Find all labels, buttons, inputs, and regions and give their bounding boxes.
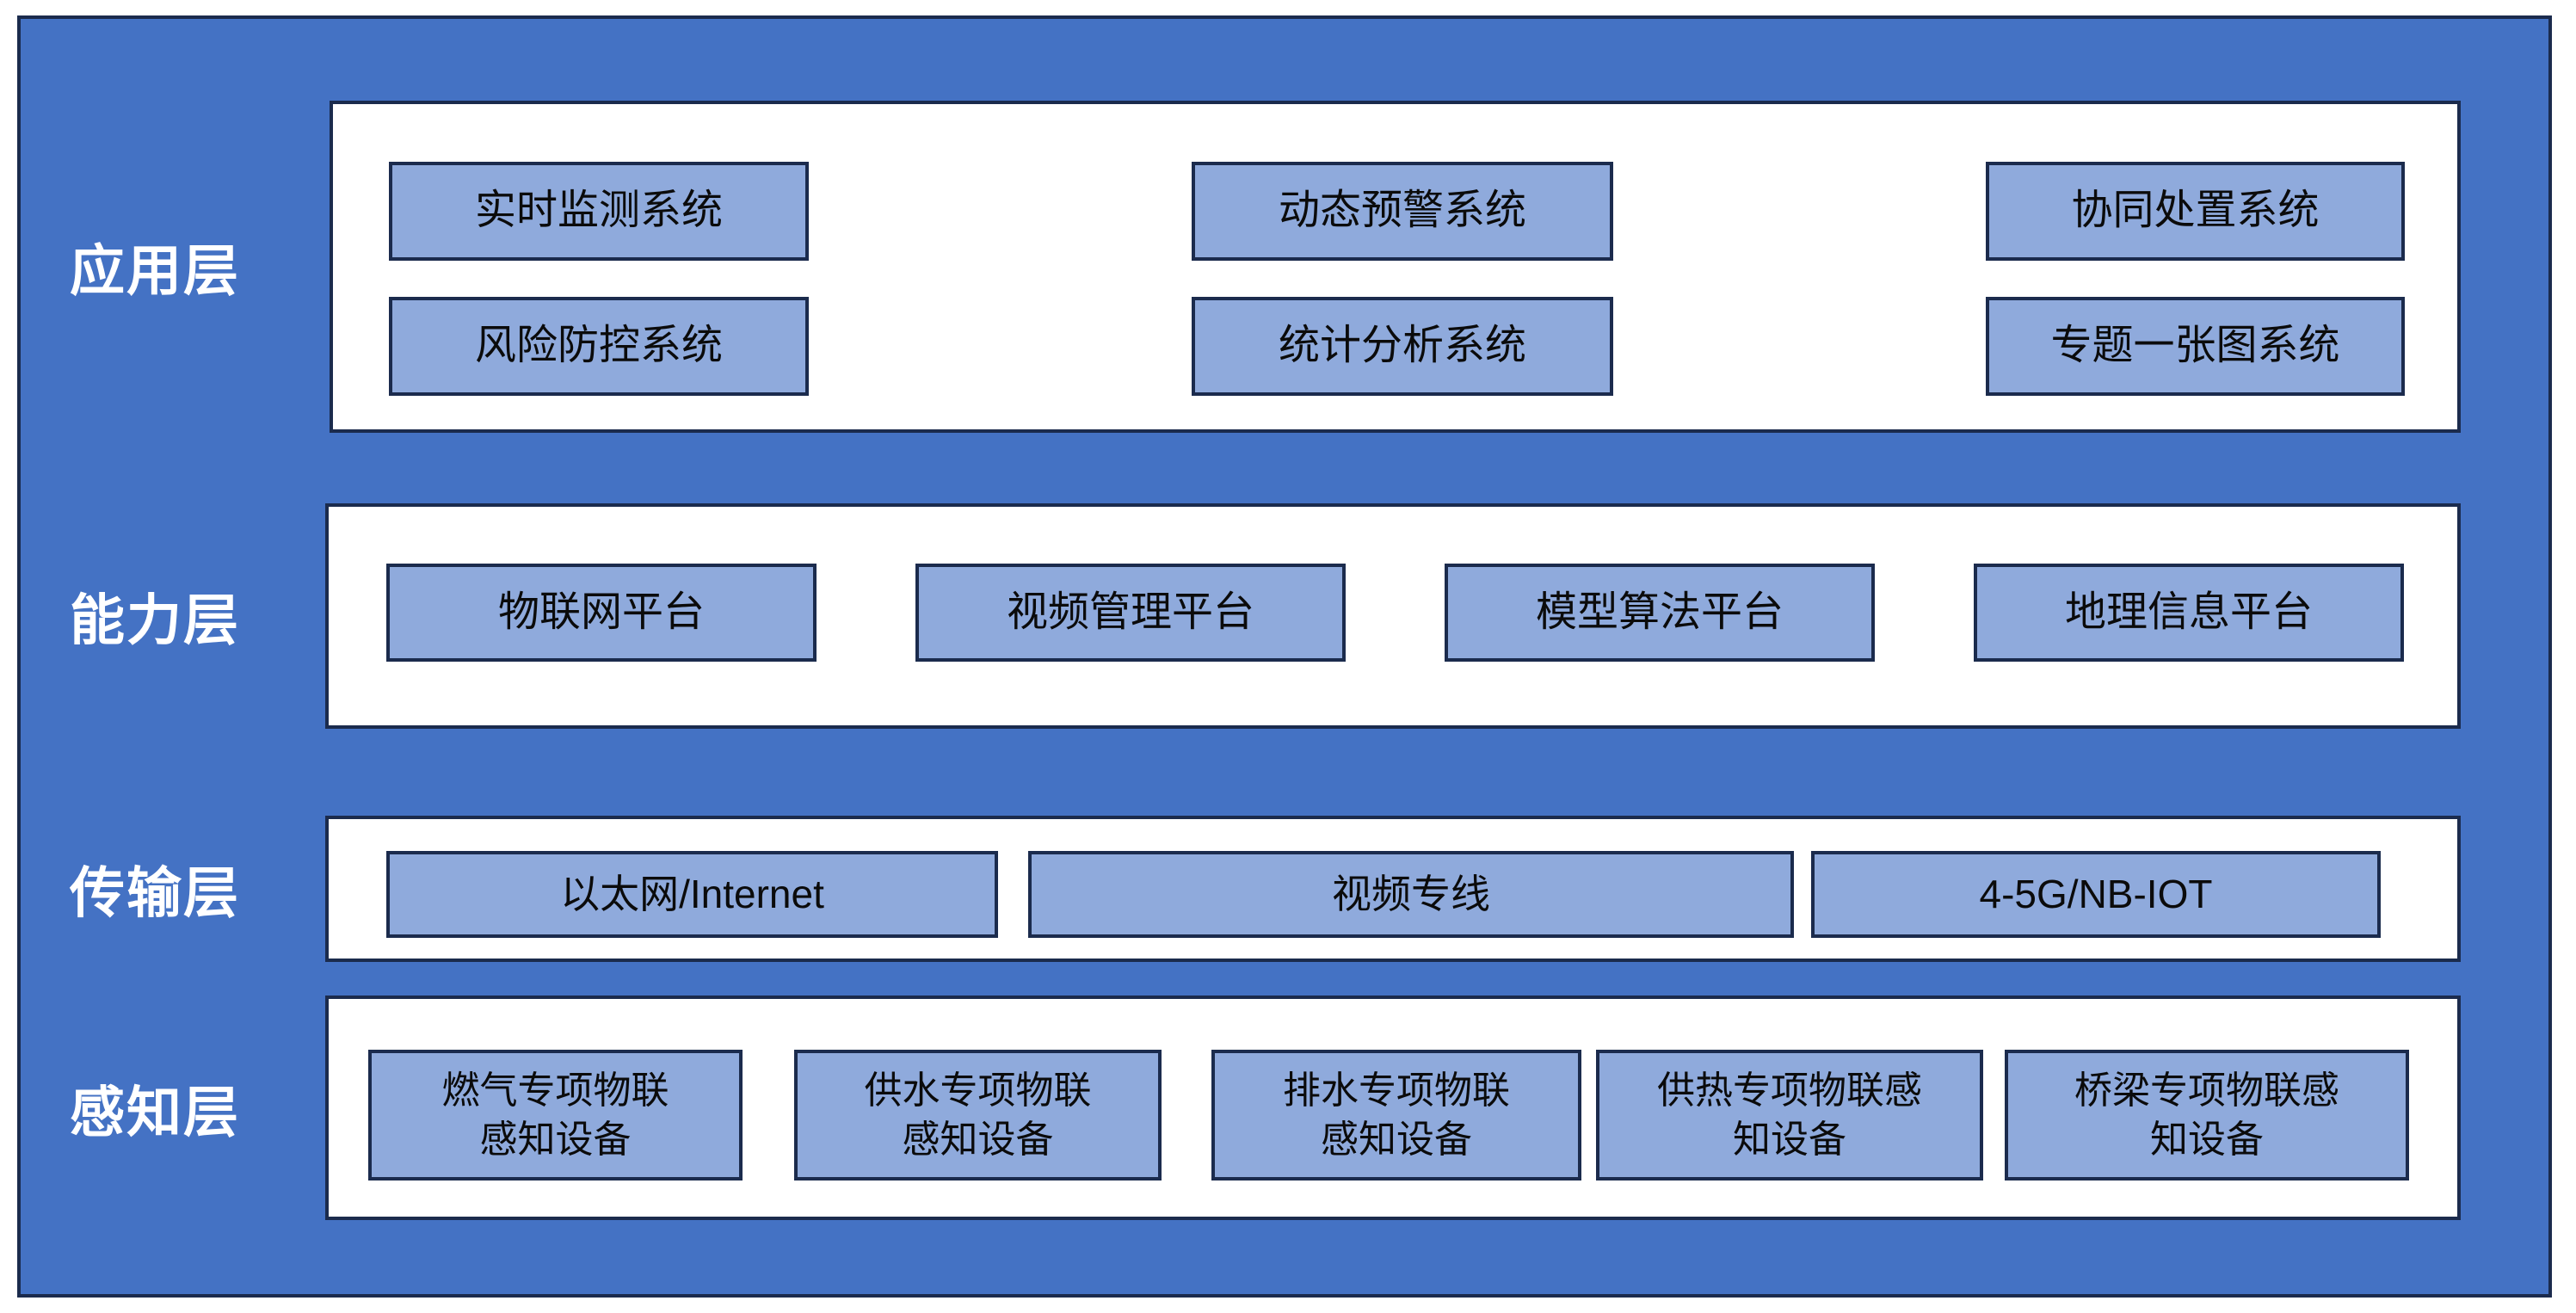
box-iot-platform: 物联网平台 xyxy=(386,564,817,662)
panel-perception: 燃气专项物联 感知设备 供水专项物联 感知设备 排水专项物联 感知设备 供热专项… xyxy=(325,996,2461,1220)
layer-label-capability: 能力层 xyxy=(70,589,240,651)
layer-label-transport: 传输层 xyxy=(70,862,240,924)
layer-label-application: 应用层 xyxy=(70,240,240,302)
box-model-algorithm-platform: 模型算法平台 xyxy=(1445,564,1875,662)
box-risk-prevention-system: 风险防控系统 xyxy=(389,297,809,396)
layer-label-perception: 感知层 xyxy=(70,1081,240,1143)
box-heating-iot-sensing-device: 供热专项物联感 知设备 xyxy=(1596,1050,1983,1180)
box-video-private-line: 视频专线 xyxy=(1028,851,1794,938)
box-dynamic-warning-system: 动态预警系统 xyxy=(1192,162,1613,261)
panel-capability: 物联网平台 视频管理平台 模型算法平台 地理信息平台 xyxy=(325,503,2461,729)
box-video-management-platform: 视频管理平台 xyxy=(915,564,1346,662)
box-drainage-iot-sensing-device: 排水专项物联 感知设备 xyxy=(1211,1050,1581,1180)
box-gis-platform: 地理信息平台 xyxy=(1974,564,2404,662)
box-statistical-analysis-system: 统计分析系统 xyxy=(1192,297,1613,396)
box-collaborative-disposal-system: 协同处置系统 xyxy=(1986,162,2405,261)
box-thematic-map-system: 专题一张图系统 xyxy=(1986,297,2405,396)
box-4-5g-nb-iot: 4-5G/NB-IOT xyxy=(1811,851,2381,938)
box-bridge-iot-sensing-device: 桥梁专项物联感 知设备 xyxy=(2005,1050,2409,1180)
box-gas-iot-sensing-device: 燃气专项物联 感知设备 xyxy=(368,1050,743,1180)
box-realtime-monitoring-system: 实时监测系统 xyxy=(389,162,809,261)
panel-transport: 以太网/Internet 视频专线 4-5G/NB-IOT xyxy=(325,816,2461,962)
box-water-supply-iot-sensing-device: 供水专项物联 感知设备 xyxy=(794,1050,1162,1180)
box-ethernet-internet: 以太网/Internet xyxy=(386,851,998,938)
panel-application: 实时监测系统 动态预警系统 协同处置系统 风险防控系统 统计分析系统 专题一张图… xyxy=(330,101,2461,433)
